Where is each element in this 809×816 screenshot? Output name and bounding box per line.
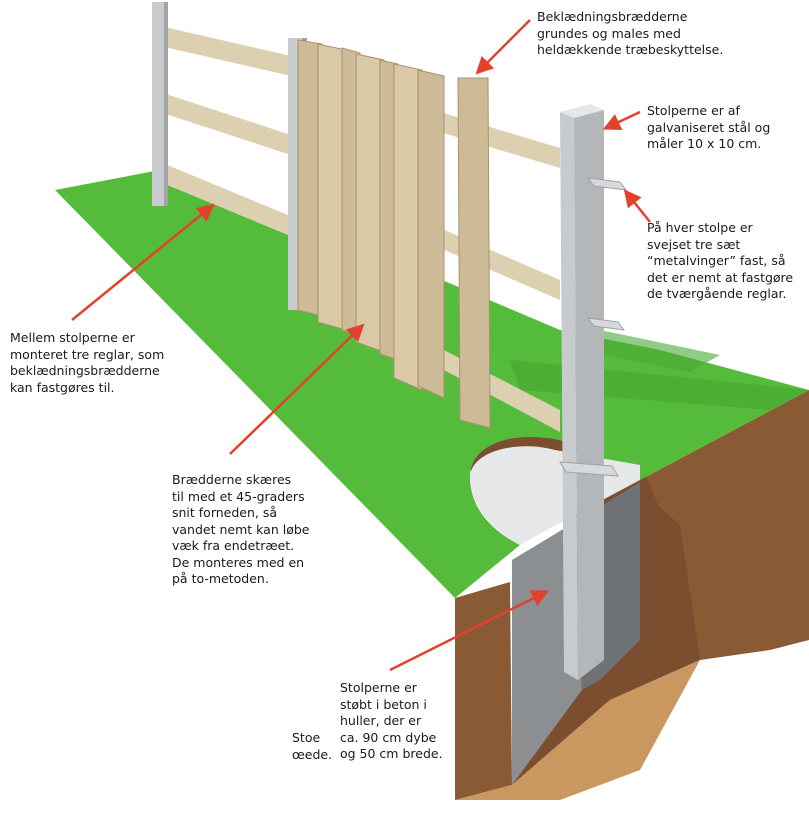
rail-top — [160, 26, 300, 78]
board — [393, 63, 423, 391]
post-right — [559, 104, 628, 680]
annotation-boards-cut: Brædderne skæres til med et 45-graders s… — [172, 472, 310, 586]
arrow-boards-cut — [229, 323, 365, 455]
post-right-face — [560, 112, 578, 680]
arrow-boards-primed — [475, 19, 531, 75]
arrow-posts-steel — [602, 110, 641, 130]
annotation-boards-primed: Beklædningsbrædderne grundes og males me… — [537, 9, 724, 57]
arrow-rails — [71, 203, 215, 321]
board-loose — [457, 77, 491, 429]
post-left-side — [164, 2, 168, 206]
annotation-posts-steel: Stolperne er af galvaniseret stål og mål… — [647, 103, 771, 151]
cladding-boards — [297, 39, 491, 429]
arrow-concrete — [389, 590, 550, 672]
metal-wing-middle — [586, 317, 626, 331]
rail-middle — [160, 92, 300, 158]
post-left-face — [152, 2, 164, 206]
board — [417, 69, 445, 399]
annotation-rails-mounted: Mellem stolperne er monteret tre reglar,… — [10, 330, 165, 395]
arrow-metal-wings — [623, 189, 651, 223]
post-right-top — [560, 104, 604, 118]
callout-arrows — [71, 19, 651, 672]
annotation-fragment: Stoe œede. — [292, 730, 333, 762]
soil-trench-bottom — [455, 660, 700, 800]
metal-wing-bottom — [559, 461, 619, 477]
annotation-metal-wings: På hver stolpe er svejset tre sæt “metal… — [647, 220, 794, 301]
annotation-posts-concrete: Stolperne er støbt i beton i huller, der… — [340, 680, 443, 761]
rail-bottom — [160, 162, 300, 240]
post-right-side — [574, 110, 604, 680]
post-left — [152, 2, 168, 206]
grass-shadow-band — [590, 330, 720, 372]
soil-left-face — [455, 582, 512, 800]
